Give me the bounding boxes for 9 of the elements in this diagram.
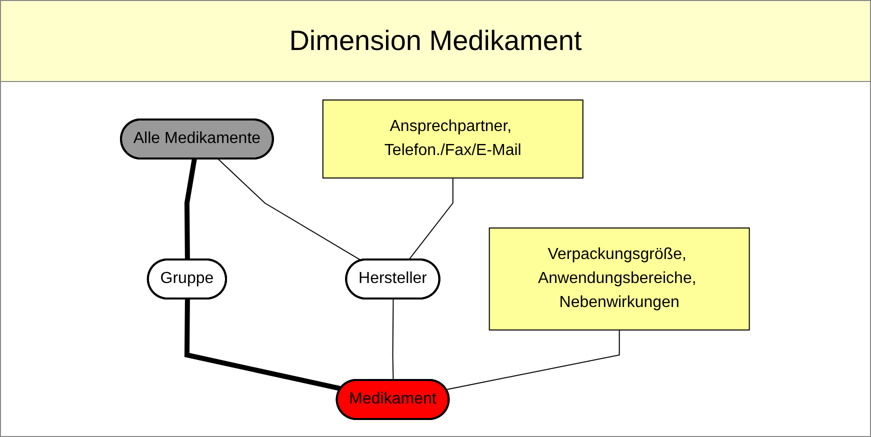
connector [184,298,342,392]
node-box: Ansprechpartner, Telefon./Fax/E-Mail [322,100,584,178]
connector [218,158,362,262]
connector [446,330,620,390]
connector [408,178,454,260]
connector [392,298,394,381]
connector [184,158,198,260]
node-box: Verpackungsgröße, Anwendungsbereiche, Nebenwirkungen [489,228,750,330]
title: Dimension Medikament [289,25,582,57]
